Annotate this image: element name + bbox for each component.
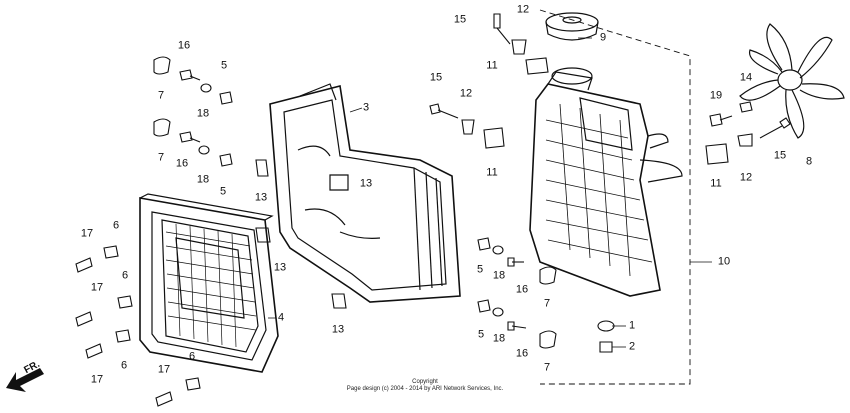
callout-11-right: 11 [710, 177, 722, 190]
callout-15-mid: 15 [429, 71, 443, 84]
callout-13-c: 13 [273, 261, 287, 274]
callout-5-mid: 5 [476, 263, 484, 276]
cooling-fan-part-8 [739, 23, 845, 139]
callout-18-second: 18 [196, 173, 210, 186]
callout-7-second: 7 [157, 151, 165, 164]
callout-8: 8 [805, 155, 813, 168]
callout-6-d: 6 [188, 350, 196, 363]
callout-13-b: 13 [254, 191, 268, 204]
callout-1: 1 [628, 319, 636, 332]
callout-13-d: 13 [331, 323, 345, 336]
callout-13-a: 13 [359, 177, 373, 190]
callout-7-upper: 7 [157, 89, 165, 102]
callout-3: 3 [362, 101, 370, 114]
callout-6-a: 6 [112, 219, 120, 232]
callout-11-mid: 11 [486, 166, 498, 179]
assembly-boundary [539, 9, 691, 385]
callout-17-a: 17 [80, 227, 94, 240]
callout-18-low: 18 [492, 332, 506, 345]
callout-5-upper: 5 [220, 59, 228, 72]
callout-16-mid: 16 [515, 283, 529, 296]
leader-lines [268, 37, 712, 348]
radiator-grille-part-4 [139, 193, 279, 373]
front-arrow-icon [6, 368, 44, 392]
callout-14: 14 [739, 71, 753, 84]
callout-18-mid: 18 [492, 269, 506, 282]
callout-16-second: 16 [175, 157, 189, 170]
callout-5-low: 5 [477, 328, 485, 341]
callout-18-upper: 18 [196, 107, 210, 120]
callout-17-b: 17 [90, 281, 104, 294]
callout-15-right: 15 [773, 149, 787, 162]
callout-17-d: 17 [157, 363, 171, 376]
radiator-shroud-part-3 [269, 83, 461, 303]
callout-7-mid: 7 [543, 297, 551, 310]
callout-15-top: 15 [453, 13, 467, 26]
callout-16-low: 16 [515, 347, 529, 360]
callout-11-top: 11 [486, 59, 498, 72]
copyright-line-2: Page design (c) 2004 - 2014 by ARI Netwo… [346, 386, 504, 392]
callout-10: 10 [717, 255, 731, 268]
callout-9: 9 [599, 31, 607, 44]
copyright-line-1: Copyright [412, 379, 438, 385]
callout-16-upper: 16 [177, 39, 191, 52]
callout-5-second: 5 [219, 185, 227, 198]
hardware-small-parts [75, 13, 791, 407]
callout-12-top: 12 [516, 3, 530, 16]
callout-7-low: 7 [543, 361, 551, 374]
callout-4: 4 [277, 311, 285, 324]
callout-6-b: 6 [121, 269, 129, 282]
radiator-cap-part-9 [545, 12, 599, 41]
callout-19: 19 [709, 89, 723, 102]
callout-2: 2 [628, 340, 636, 353]
callout-12-mid: 12 [459, 87, 473, 100]
radiator-part-10 [529, 67, 683, 297]
callout-6-c: 6 [120, 359, 128, 372]
callout-12-right: 12 [739, 171, 753, 184]
callout-17-c: 17 [90, 373, 104, 386]
